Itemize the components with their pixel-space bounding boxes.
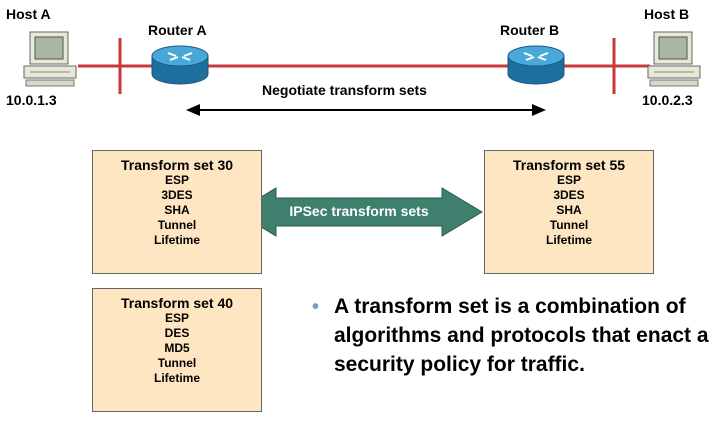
router-a-icon — [151, 45, 209, 85]
transform-set-item: Lifetime — [153, 233, 200, 247]
transform-set-item: SHA — [556, 203, 582, 217]
transform-set-item: Tunnel — [549, 218, 589, 232]
router-a-label: Router A — [148, 22, 207, 38]
transform-set-title: Transform set 55 — [512, 157, 626, 173]
transform-set-title: Transform set 30 — [120, 157, 234, 173]
ipsec-double-arrow — [235, 187, 483, 237]
transform-set-item: Tunnel — [157, 218, 197, 232]
host-a-computer-icon — [23, 31, 77, 87]
transform-set-item: ESP — [556, 173, 581, 187]
transform-set-30-box: Transform set 30 ESP 3DES SHA Tunnel Lif… — [92, 150, 262, 274]
bullet-dot-icon: • — [312, 296, 320, 318]
transform-set-40-box: Transform set 40 ESP DES MD5 Tunnel Life… — [92, 288, 262, 412]
transform-set-item: DES — [164, 326, 190, 340]
negotiate-label: Negotiate transform sets — [262, 82, 427, 98]
bullet-text: A transform set is a combination of algo… — [334, 295, 709, 376]
host-a-label: Host A — [6, 6, 51, 22]
host-b-ip: 10.0.2.3 — [642, 92, 693, 108]
host-b-label: Host B — [644, 6, 690, 22]
transform-set-item: ESP — [164, 173, 189, 187]
ipsec-arrow-label: IPSec transform sets — [289, 203, 429, 219]
transform-set-item: 3DES — [553, 188, 585, 202]
router-b-icon — [507, 45, 565, 85]
transform-set-item: SHA — [164, 203, 190, 217]
transform-set-item: Lifetime — [545, 233, 592, 247]
transform-set-item: Lifetime — [153, 371, 200, 385]
host-a-ip: 10.0.1.3 — [6, 92, 57, 108]
router-b-label: Router B — [500, 22, 560, 38]
transform-set-title: Transform set 40 — [120, 295, 234, 311]
transform-set-item: ESP — [164, 311, 189, 325]
transform-set-item: 3DES — [161, 188, 193, 202]
host-b-computer-icon — [647, 31, 701, 87]
transform-set-item: MD5 — [164, 341, 190, 355]
transform-set-55-box: Transform set 55 ESP 3DES SHA Tunnel Lif… — [484, 150, 654, 274]
negotiate-arrow — [186, 104, 546, 116]
transform-set-item: Tunnel — [157, 356, 197, 370]
